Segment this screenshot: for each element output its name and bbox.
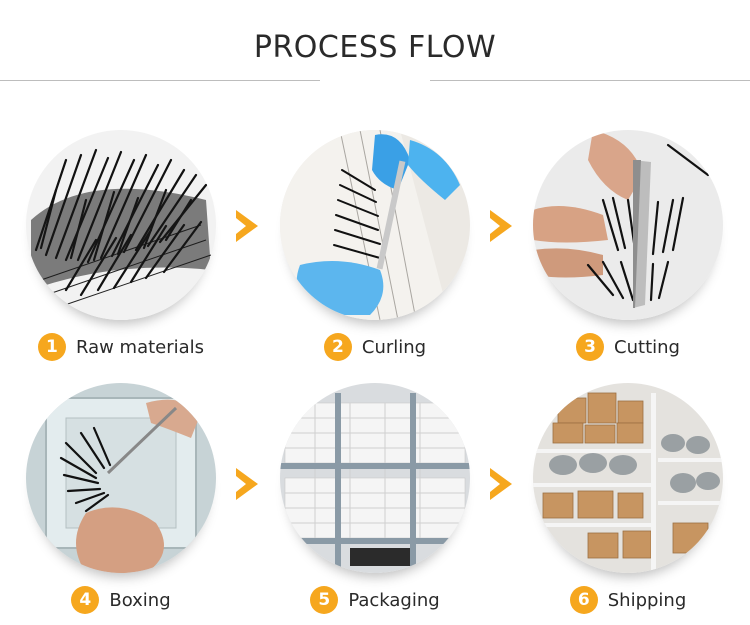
step-number-badge: 6 (569, 586, 598, 614)
chevron-right-icon (232, 466, 262, 502)
step-label: Packaging (348, 589, 440, 611)
step-caption: 3 Cutting (528, 333, 728, 361)
step-caption: 5 Packaging (275, 586, 475, 614)
step-number-badge: 4 (71, 586, 100, 614)
step-label: Cutting (614, 336, 680, 358)
chevron-right-icon (232, 208, 262, 244)
raw-materials-photo (26, 130, 216, 320)
chevron-right-icon (486, 208, 516, 244)
chevron-right-icon (486, 466, 516, 502)
curling-photo (280, 130, 470, 320)
step-number-badge: 1 (37, 333, 66, 361)
step-number-badge: 5 (310, 586, 339, 614)
step-label: Raw materials (75, 336, 205, 358)
step-caption: 1 Raw materials (21, 333, 221, 361)
step-label: Boxing (109, 589, 171, 611)
title-divider-left (0, 80, 320, 81)
page-title: PROCESS FLOW (253, 30, 497, 65)
step-number-badge: 3 (576, 333, 605, 361)
cutting-photo (533, 130, 723, 320)
step-label: Curling (361, 336, 427, 358)
step-number-badge: 2 (323, 333, 352, 361)
shipping-photo (533, 383, 723, 573)
step-label: Shipping (607, 589, 687, 611)
boxing-photo (26, 383, 216, 573)
title-divider-right (430, 80, 750, 81)
step-caption: 4 Boxing (21, 586, 221, 614)
step-caption: 6 Shipping (528, 586, 728, 614)
step-caption: 2 Curling (275, 333, 475, 361)
packaging-photo (280, 383, 470, 573)
